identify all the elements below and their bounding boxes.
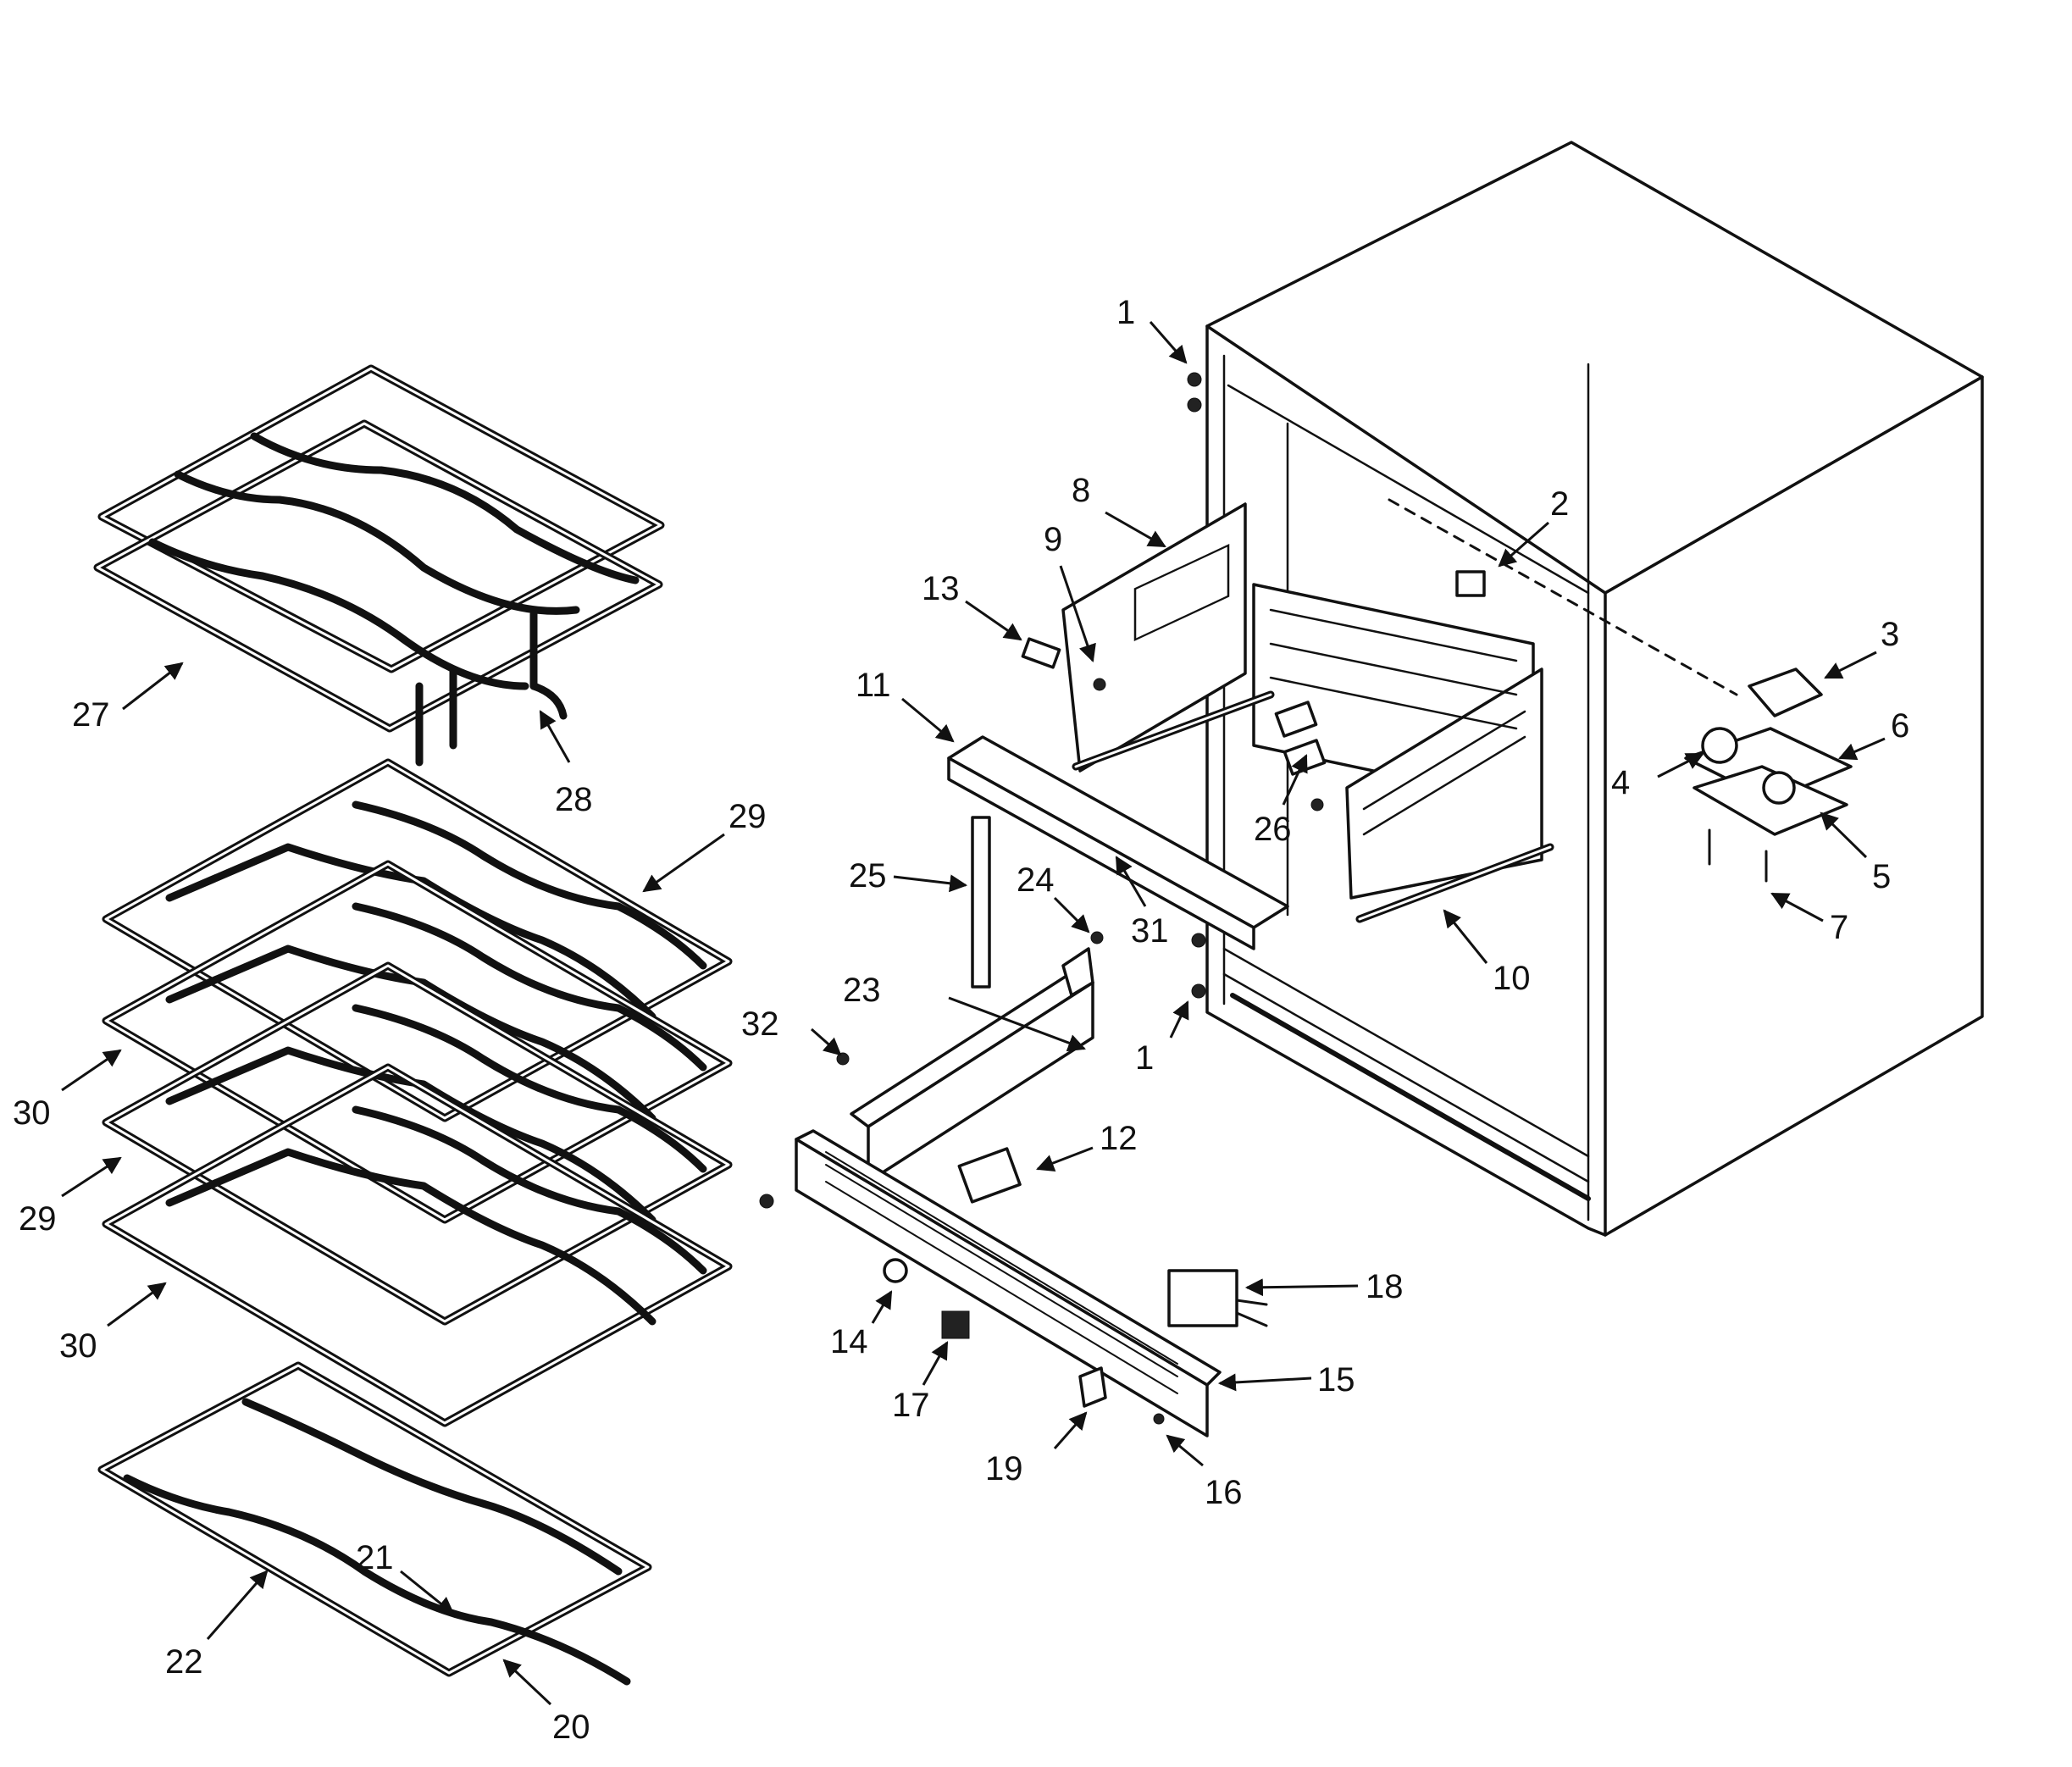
callout-23: 23 (843, 972, 881, 1009)
evaporator-panel (1021, 502, 1554, 923)
callout-13: 13 (922, 570, 960, 607)
wine-shelves (102, 758, 733, 1427)
callout-31: 31 (1131, 912, 1169, 950)
callout-1b: 1 (1135, 1039, 1154, 1077)
callout-21: 21 (356, 1539, 394, 1576)
thermostat-bracket (1684, 667, 1853, 883)
front-grille (795, 1129, 1222, 1437)
callout-24: 24 (1017, 861, 1055, 899)
callout-22: 22 (165, 1643, 203, 1681)
callout-7: 7 (1830, 909, 1848, 946)
callout-labels: 1 1 2 3 4 5 6 7 8 9 10 11 12 13 14 15 16… (13, 294, 1909, 1746)
drain-tube (971, 816, 991, 989)
callout-12: 12 (1100, 1120, 1138, 1157)
callout-25: 25 (849, 857, 887, 895)
callout-15: 15 (1317, 1361, 1355, 1399)
callout-1a: 1 (1116, 294, 1135, 331)
callout-5: 5 (1872, 858, 1891, 895)
callout-17: 17 (892, 1387, 930, 1424)
callout-30b: 30 (59, 1327, 97, 1365)
callout-29b: 29 (19, 1200, 57, 1238)
callout-8: 8 (1072, 472, 1090, 509)
callout-20: 20 (552, 1709, 590, 1746)
callout-11: 11 (856, 667, 891, 704)
bottom-shelf (97, 1361, 652, 1686)
callout-30a: 30 (13, 1094, 51, 1132)
callout-27: 27 (72, 696, 110, 734)
callout-3: 3 (1881, 616, 1899, 653)
small-components (759, 372, 1324, 1425)
leader-lines (61, 321, 1886, 1706)
callout-9: 9 (1044, 521, 1062, 558)
callout-26: 26 (1254, 811, 1292, 848)
callout-28: 28 (555, 781, 593, 818)
callout-29a: 29 (729, 798, 767, 835)
callout-10: 10 (1493, 960, 1531, 997)
callout-14: 14 (830, 1323, 868, 1360)
callout-32: 32 (741, 1005, 779, 1043)
callout-18: 18 (1366, 1268, 1404, 1305)
callout-16: 16 (1205, 1474, 1243, 1511)
drip-channel (947, 735, 1289, 950)
callout-6: 6 (1891, 707, 1909, 745)
callout-2: 2 (1550, 485, 1569, 523)
wine-rack-top (93, 364, 665, 767)
callout-4: 4 (1611, 764, 1630, 801)
callout-19: 19 (985, 1450, 1023, 1487)
